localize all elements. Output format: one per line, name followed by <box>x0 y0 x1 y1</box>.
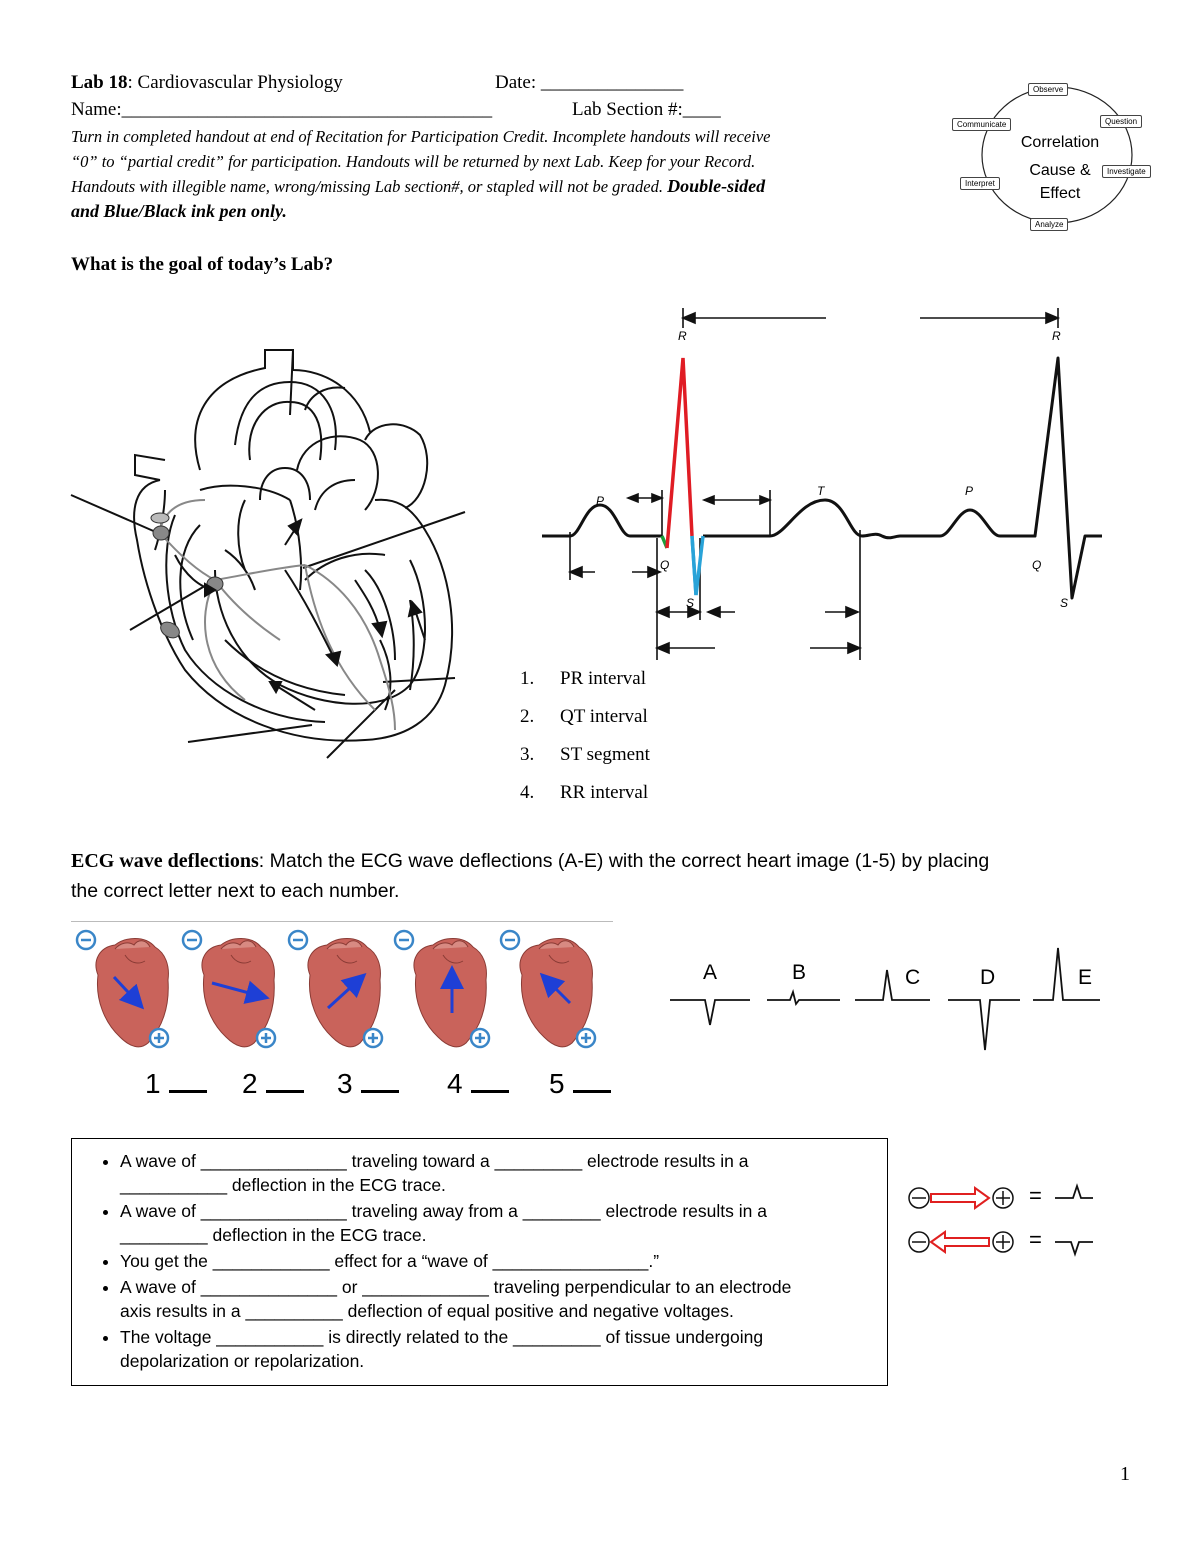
wave-deflections <box>670 947 1100 1051</box>
wave-label-d: D <box>980 966 996 989</box>
heart-conduction-diagram <box>70 349 466 759</box>
divider <box>71 921 613 922</box>
wave-label-b: B <box>792 961 807 984</box>
wave-label-e: E <box>1078 966 1093 989</box>
list-item[interactable]: A wave of _______________ traveling away… <box>120 1199 887 1247</box>
heart-image-5 <box>499 929 597 1049</box>
cycle-question: Question <box>1100 115 1143 128</box>
answer-blank-3[interactable]: 3 <box>337 1068 399 1100</box>
cycle-interpret: Interpret <box>960 177 1000 190</box>
answer-blank-2[interactable]: 2 <box>242 1068 304 1100</box>
ecg-label-r2: R <box>1052 329 1061 343</box>
ecg-label-p1: P <box>596 494 605 508</box>
legend-equals-2: = <box>1029 1227 1042 1252</box>
heart-image-3 <box>287 929 384 1049</box>
wave-e <box>1033 947 1100 1001</box>
cycle-observe: Observe <box>1028 83 1069 96</box>
goal-question: What is the goal of today’s Lab? <box>71 254 334 275</box>
heart-image-2 <box>181 929 277 1049</box>
list-item: 4.RR interval <box>520 782 649 803</box>
cycle-analyze: Analyze <box>1030 218 1069 231</box>
answer-blank-1[interactable]: 1 <box>145 1068 207 1100</box>
ecg-label-s2: S <box>1060 596 1069 610</box>
interval-list: 1.PR interval 2.QT interval 3.ST segment… <box>520 668 650 820</box>
ecg-label-p2: P <box>965 484 974 498</box>
wave-label-c: C <box>905 966 921 989</box>
instructions: Turn in completed handout at end of Reci… <box>71 127 771 221</box>
ecg-waveform-diagram <box>542 308 1102 660</box>
date-field[interactable]: Date: _______________ <box>495 72 684 93</box>
lab-title: Lab 18: Cardiovascular Physiology <box>71 72 343 93</box>
ecg-label-r1: R <box>678 329 687 343</box>
list-item[interactable]: A wave of ______________ or ____________… <box>120 1275 887 1323</box>
lab-section-field[interactable]: Lab Section #:____ <box>572 99 721 120</box>
scientific-cycle-diagram: Observe Question Investigate Analyze Int… <box>950 78 1165 233</box>
list-item[interactable]: The voltage ___________ is directly rela… <box>120 1325 887 1373</box>
hearts-row <box>75 929 597 1049</box>
deflections-title: ECG wave deflections: Match the ECG wave… <box>71 850 990 902</box>
legend-equals-1: = <box>1029 1183 1042 1208</box>
list-item: 3.ST segment <box>520 744 650 765</box>
answer-blank-4[interactable]: 4 <box>447 1068 509 1100</box>
legend-away-from-positive <box>908 1230 1093 1257</box>
list-item: 1.PR interval <box>520 668 647 689</box>
list-item: 2.QT interval <box>520 706 648 727</box>
name-field[interactable]: Name:___________________________________… <box>71 99 493 120</box>
wave-label-a: A <box>703 961 718 984</box>
ecg-label-q1: Q <box>660 558 670 572</box>
list-item[interactable]: A wave of _______________ traveling towa… <box>120 1149 887 1197</box>
legend-toward-positive <box>908 1183 1093 1210</box>
ecg-r-segment <box>665 357 694 549</box>
wave-d <box>948 999 1020 1051</box>
fill-in-box: A wave of _______________ traveling towa… <box>71 1138 888 1386</box>
list-item[interactable]: You get the ____________ effect for a “w… <box>120 1249 887 1273</box>
cycle-communicate: Communicate <box>952 118 1012 131</box>
wave-a <box>670 999 750 1026</box>
polarity-legend <box>908 1183 1093 1257</box>
heart-image-4 <box>393 929 491 1049</box>
cycle-investigate: Investigate <box>1102 165 1151 178</box>
heart-image-1 <box>75 929 170 1049</box>
wave-b <box>767 988 840 1007</box>
ecg-label-q2: Q <box>1032 558 1042 572</box>
answer-blank-5[interactable]: 5 <box>549 1068 611 1100</box>
cycle-center-text: Correlation Cause & Effect <box>1020 134 1100 202</box>
ecg-label-t: T <box>817 484 825 498</box>
ecg-label-s1: S <box>686 596 695 610</box>
wave-c <box>855 969 930 1001</box>
page-number: 1 <box>1120 1463 1130 1485</box>
